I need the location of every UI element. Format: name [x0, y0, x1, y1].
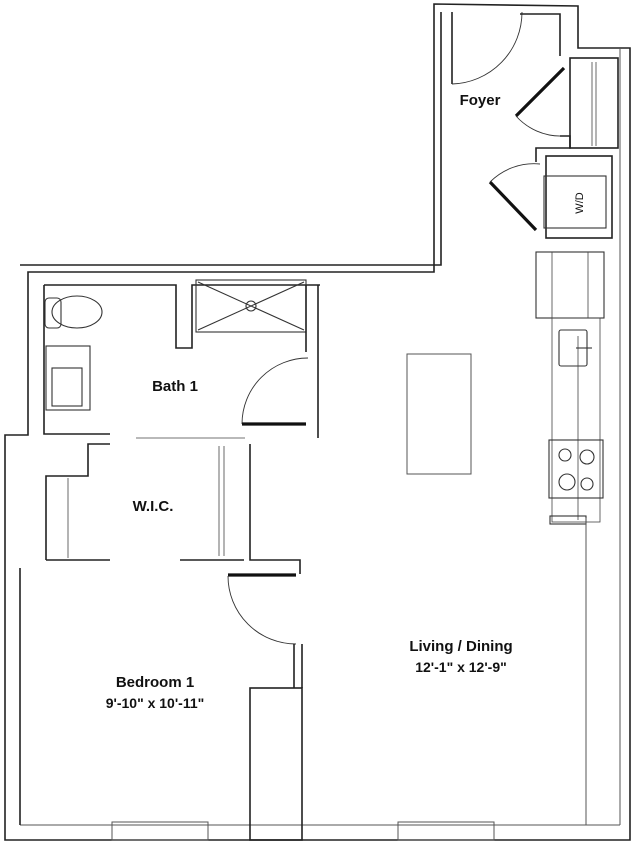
kitchen: [535, 251, 605, 825]
exterior-walls: [4, 3, 631, 841]
bedroom-walls: [19, 568, 495, 841]
coat-closet: [514, 57, 619, 162]
laundry-closet: W/D: [488, 155, 613, 239]
living-label: Living / Dining: [409, 638, 513, 655]
wic-label: W.I.C.: [132, 498, 174, 515]
foyer-label: Foyer: [459, 92, 501, 109]
entry-door: [451, 11, 561, 85]
bedroom-dimensions: 9'-10" x 10'-11": [105, 695, 205, 711]
bath-label: Bath 1: [152, 378, 198, 395]
kitchen-island: [406, 353, 472, 475]
bedroom-label: Bedroom 1: [115, 674, 195, 691]
washer-dryer-label: W/D: [574, 192, 586, 213]
bathroom: [43, 279, 320, 439]
living-dimensions: 12'-1" x 12'-9": [415, 659, 507, 675]
walk-in-closet: [45, 443, 301, 574]
